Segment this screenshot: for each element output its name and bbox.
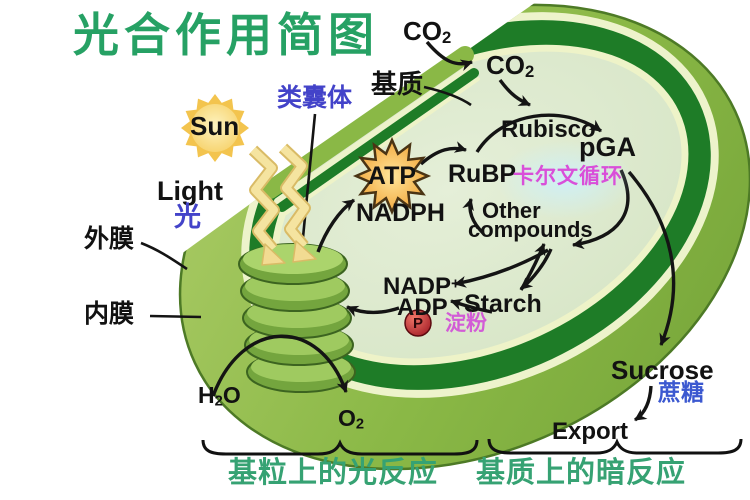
thylakoid-label: 类囊体	[277, 84, 353, 112]
grana-to-atp-arrow	[316, 198, 356, 253]
nadph-label: NADPH	[356, 199, 445, 227]
dark-reactions-brace	[487, 438, 743, 455]
calvin-cycle-label: 卡尔文循环	[513, 165, 623, 188]
sucrose-to-export-arrow	[634, 385, 653, 422]
light-label-zh: 光	[174, 202, 201, 232]
calvin-cycle-glow	[496, 141, 634, 219]
phosphate-label: P	[413, 315, 424, 332]
rubp-label: RuBP	[448, 160, 517, 188]
atp-label: ATP	[367, 162, 417, 190]
adp-label: ADP	[397, 294, 448, 321]
page-title: 光合作用简图	[73, 9, 379, 61]
outer-membrane-pointer-line	[140, 241, 188, 271]
starch-label-en: Starch	[464, 290, 542, 318]
sucrose-label-en: Sucrose	[611, 355, 714, 385]
sucrose-label-zh: 蔗糖	[658, 379, 704, 405]
stroma-pointer-line	[423, 85, 472, 107]
pga-label: pGA	[579, 132, 636, 162]
inner-membrane-pointer-line	[149, 314, 202, 319]
rubisco-label: Rubisco	[501, 116, 596, 143]
phosphate-ball	[404, 309, 432, 337]
light-reactions-brace	[201, 439, 479, 456]
dark-reactions-legend: 基质上的暗反应	[476, 457, 687, 489]
sun-label: Sun	[190, 111, 240, 141]
outer-membrane-label: 外膜	[84, 225, 135, 253]
adp-to-grana-arrow	[346, 305, 400, 317]
compounds-to-starch-arrow	[519, 248, 553, 291]
pointer-lines	[140, 85, 472, 319]
export-label: Export	[552, 418, 629, 445]
other-compounds-line1: Other	[482, 198, 541, 223]
co2-outside-label: CO2	[403, 16, 452, 47]
atp-starburst	[352, 136, 432, 216]
o2-label: O2	[338, 405, 365, 433]
co2-entry-arrow	[425, 40, 473, 72]
thylakoid-pointer-line	[299, 113, 317, 259]
light-beams	[248, 143, 317, 266]
starch-label-zh: 淀粉	[445, 312, 487, 335]
braces	[201, 438, 743, 456]
rubp-to-pga-arrow	[475, 113, 602, 153]
compounds-to-rubp-arrow	[462, 198, 485, 235]
process-arrows	[211, 40, 676, 422]
stroma-label: 基质	[371, 69, 424, 99]
co2-inside-label: CO2	[486, 50, 535, 81]
h2o-to-o2-arrow	[211, 334, 349, 397]
atp-to-rubp-arrow	[419, 141, 467, 166]
h2o-label: H2O	[198, 382, 241, 410]
light-label-en: Light	[157, 176, 223, 206]
nadp-label: NADP+	[383, 273, 460, 300]
light-reactions-legend: 基粒上的光反应	[228, 457, 439, 489]
other-compounds-line2: compounds	[468, 217, 593, 242]
co2-to-calvin-arrow	[498, 78, 531, 107]
starch-to-adp-arrow	[450, 298, 493, 314]
inner-membrane-label: 内膜	[84, 300, 135, 328]
pga-to-sucrose-arrow	[627, 170, 676, 346]
sun-icon	[181, 94, 249, 162]
